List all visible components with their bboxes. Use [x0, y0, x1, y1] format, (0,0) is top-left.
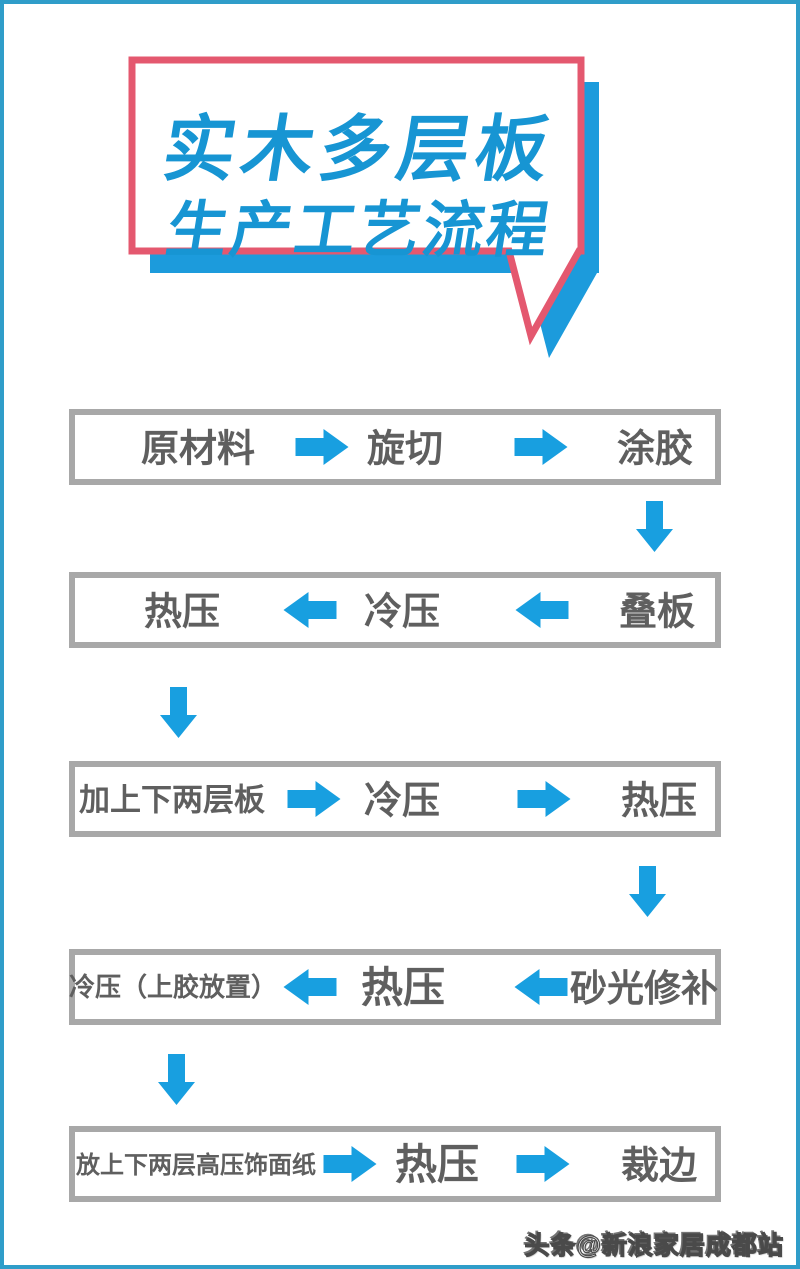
arrow-left-icon: [283, 969, 337, 1005]
arrow-right-icon: [516, 1146, 570, 1182]
arrow-right-icon: [295, 429, 349, 465]
bubble-outline-shape: [128, 56, 585, 346]
flow-step: 热压: [360, 964, 446, 1012]
flow-step: 热压: [143, 591, 221, 634]
flow-step: 裁边: [620, 1145, 698, 1188]
arrow-left-icon: [283, 592, 337, 628]
arrow-down-icon: [160, 687, 197, 738]
flow-step: 涂胶: [616, 428, 694, 471]
flow-step: 热压: [394, 1141, 480, 1189]
flow-row-4: 冷压（上胶放置） 热压 砂光修补: [69, 949, 721, 1025]
flow-step: 原材料: [140, 428, 256, 471]
arrow-right-icon: [514, 429, 568, 465]
flow-step: 叠板: [618, 591, 696, 634]
flow-row-3: 加上下两层板 冷压 热压: [69, 761, 721, 837]
flow-step: 砂光修补: [570, 967, 718, 1009]
flow-step: 冷压: [363, 780, 441, 823]
arrow-down-icon: [636, 501, 673, 552]
arrow-right-icon: [287, 781, 341, 817]
arrow-down-icon: [158, 1054, 195, 1105]
flow-step: 放上下两层高压饰面纸: [76, 1152, 316, 1180]
flow-step: 加上下两层板: [79, 782, 265, 818]
flow-step: 旋切: [366, 428, 444, 471]
flow-row-1: 原材料 旋切 涂胶: [69, 409, 721, 485]
flow-row-2: 热压 冷压 叠板: [69, 572, 721, 648]
arrow-left-icon: [515, 592, 569, 628]
arrow-right-icon: [323, 1146, 377, 1182]
flow-step: 热压: [620, 780, 698, 823]
flow-step: 冷压: [363, 591, 441, 634]
arrow-left-icon: [514, 969, 568, 1005]
title-bubble: [128, 56, 599, 358]
arrow-right-icon: [517, 781, 571, 817]
arrow-down-icon: [629, 866, 666, 917]
flow-row-5: 放上下两层高压饰面纸 热压 裁边: [69, 1126, 721, 1202]
watermark: 头条@新浪家居成都站: [524, 1231, 784, 1260]
flow-step: 冷压（上胶放置）: [68, 972, 278, 1003]
page-title-line2: 生产工艺流程: [161, 196, 557, 264]
